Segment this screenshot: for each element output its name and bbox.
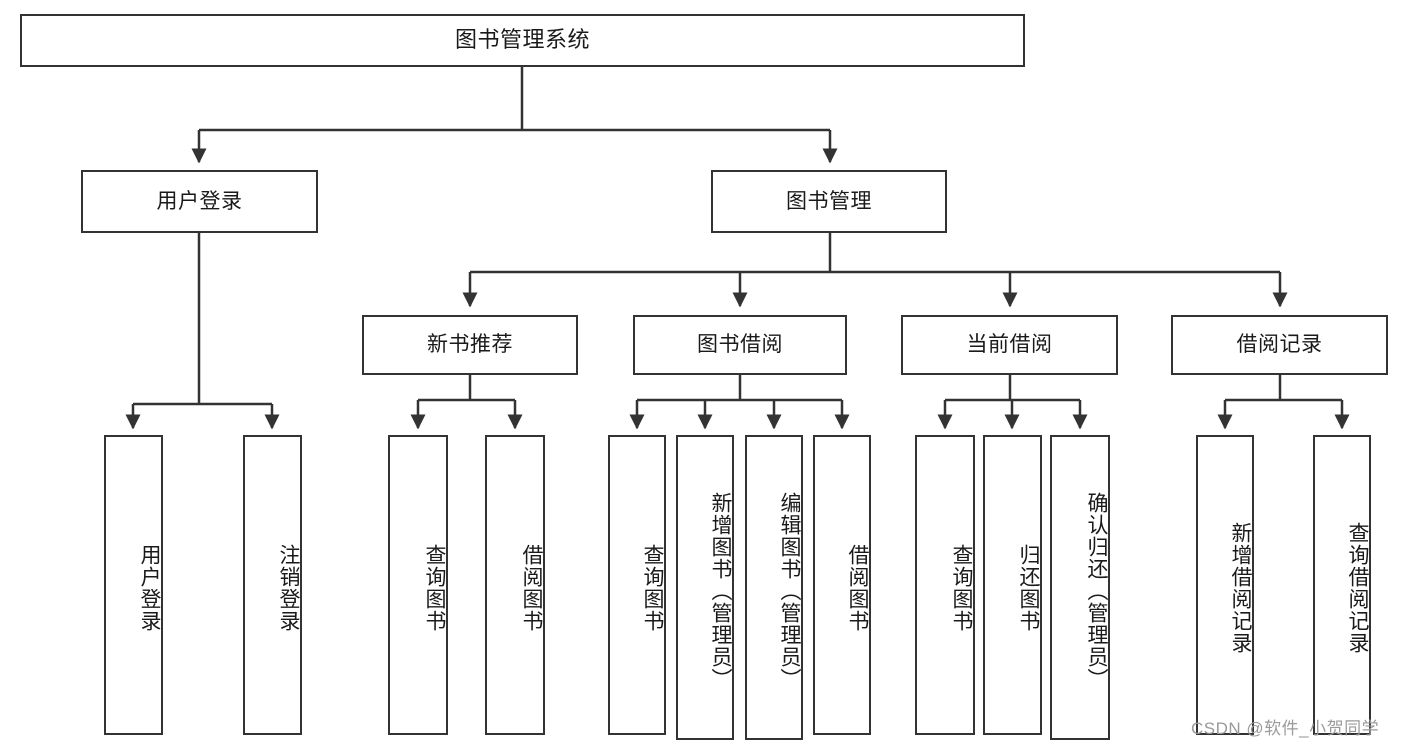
- leaf-book-borrow-add-book-admin[interactable]: 新增图书（管理员）: [676, 435, 734, 740]
- node-current-borrow[interactable]: 当前借阅: [901, 315, 1118, 375]
- leaf-new-book-borrow-books[interactable]: 借阅图书: [485, 435, 545, 735]
- leaf-borrow-records-add-record[interactable]: 新增借阅记录: [1196, 435, 1254, 735]
- leaf-current-borrow-query-books[interactable]: 查询图书: [915, 435, 975, 735]
- leaf-borrow-records-query-record[interactable]: 查询借阅记录: [1313, 435, 1371, 735]
- node-book-borrow[interactable]: 图书借阅: [633, 315, 847, 375]
- leaf-current-borrow-return-books[interactable]: 归还图书: [983, 435, 1042, 735]
- leaf-new-book-query-books[interactable]: 查询图书: [388, 435, 448, 735]
- csdn-watermark: CSDN @软件_小贺同学: [1191, 719, 1380, 738]
- leaf-current-borrow-confirm-return-admin[interactable]: 确认归还（管理员）: [1050, 435, 1110, 740]
- node-book-management[interactable]: 图书管理: [711, 170, 947, 233]
- leaf-book-borrow-query-books[interactable]: 查询图书: [608, 435, 666, 735]
- node-borrow-records[interactable]: 借阅记录: [1171, 315, 1388, 375]
- leaf-book-borrow-borrow-books[interactable]: 借阅图书: [813, 435, 871, 735]
- node-new-book-recommendation[interactable]: 新书推荐: [362, 315, 578, 375]
- leaf-book-borrow-edit-book-admin[interactable]: 编辑图书（管理员）: [745, 435, 803, 740]
- node-user-login[interactable]: 用户登录: [81, 170, 318, 233]
- node-root-library-management-system[interactable]: 图书管理系统: [20, 14, 1025, 67]
- leaf-user-login-logout[interactable]: 注销登录: [243, 435, 302, 735]
- leaf-user-login-login[interactable]: 用户登录: [104, 435, 163, 735]
